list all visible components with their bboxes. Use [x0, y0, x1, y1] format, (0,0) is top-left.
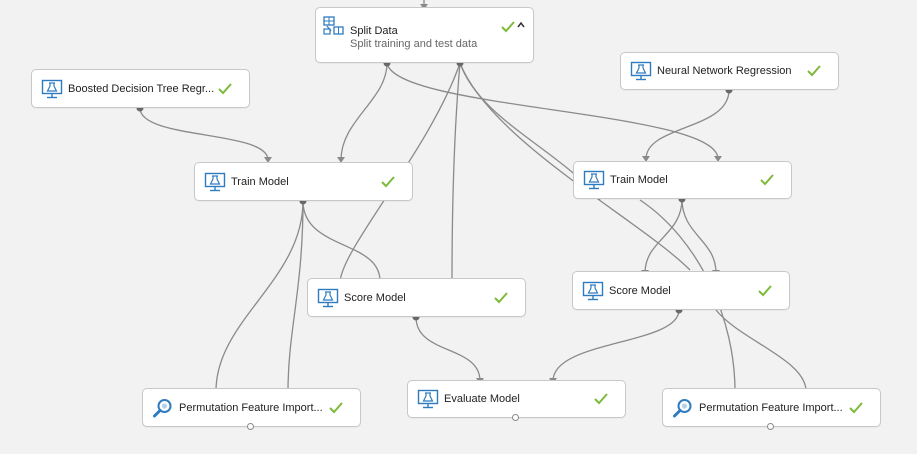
- module-train-model-right[interactable]: Train Model: [573, 161, 792, 199]
- module-title: Permutation Feature Import...: [699, 401, 843, 414]
- module-neural-network-regression[interactable]: Neural Network Regression: [620, 52, 839, 90]
- arrowhead: [642, 156, 650, 162]
- module-permutation-feature-importance-left[interactable]: Permutation Feature Import...: [142, 388, 361, 427]
- arrowhead: [714, 156, 722, 162]
- collapse-caret-icon[interactable]: [517, 21, 525, 29]
- output-port-open[interactable]: [247, 423, 254, 430]
- wire-train-right-to-score-right-b: [681, 198, 717, 274]
- wire-train-left-to-score-left: [302, 200, 381, 282]
- check-icon: [501, 21, 515, 33]
- module-boosted-decision-tree[interactable]: Boosted Decision Tree Regr...: [31, 69, 250, 108]
- flask-monitor-icon: [317, 288, 339, 308]
- flask-monitor-icon: [204, 172, 226, 192]
- check-icon: [758, 284, 772, 296]
- wire-boosted-to-train-left: [139, 107, 269, 161]
- module-title: Train Model: [231, 175, 289, 188]
- arrowhead: [264, 157, 272, 163]
- module-evaluate-model[interactable]: Evaluate Model: [407, 380, 626, 418]
- wire-score-right-to-evaluate: [552, 309, 680, 382]
- module-title: Evaluate Model: [444, 393, 520, 405]
- module-score-model-right[interactable]: Score Model: [572, 271, 790, 310]
- check-icon: [329, 401, 343, 413]
- module-split-data[interactable]: Split Data Split training and test data: [315, 7, 534, 63]
- wire-train-right-to-score-right: [644, 198, 683, 274]
- check-icon: [218, 82, 232, 94]
- check-icon: [807, 65, 821, 77]
- module-score-model-left[interactable]: Score Model: [307, 278, 526, 317]
- module-train-model-left[interactable]: Train Model: [194, 162, 413, 201]
- output-port-open[interactable]: [767, 423, 774, 430]
- wire-split-to-train-left: [340, 62, 388, 161]
- module-subtitle: Split training and test data: [350, 38, 478, 50]
- arrowhead: [337, 157, 345, 163]
- module-title: Score Model: [344, 291, 406, 304]
- wire-neural-to-train-right: [645, 89, 730, 160]
- wire-score-left-to-evaluate: [415, 316, 481, 382]
- wire-split-to-score-left-b: [451, 62, 461, 282]
- magnifier-icon: [672, 398, 694, 418]
- check-icon: [494, 291, 508, 303]
- wire-split-to-score-right: [459, 62, 691, 271]
- check-icon: [381, 175, 395, 187]
- wire-split-to-train-right: [386, 62, 719, 160]
- module-title: Permutation Feature Import...: [179, 401, 323, 414]
- flask-monitor-icon: [583, 170, 605, 190]
- flask-monitor-icon: [630, 61, 652, 81]
- output-port-open[interactable]: [512, 414, 519, 421]
- check-icon: [849, 401, 863, 413]
- check-icon: [594, 393, 608, 405]
- module-title: Train Model: [610, 174, 668, 186]
- module-permutation-feature-importance-right[interactable]: Permutation Feature Import...: [662, 388, 881, 427]
- module-title: Boosted Decision Tree Regr...: [68, 82, 215, 95]
- wire-train-left-to-pfi-left-a: [215, 200, 304, 392]
- split-data-icon: [323, 16, 345, 36]
- module-title: Split Data: [350, 25, 398, 37]
- flask-monitor-icon: [417, 389, 439, 409]
- wire-score-right-to-pfi-right: [715, 309, 807, 392]
- module-title: Score Model: [609, 284, 671, 297]
- check-icon: [760, 174, 774, 186]
- magnifier-icon: [152, 398, 174, 418]
- wire-train-left-to-pfi-left-b: [287, 200, 304, 392]
- flask-monitor-icon: [582, 281, 604, 301]
- module-title: Neural Network Regression: [657, 65, 792, 77]
- flask-monitor-icon: [41, 79, 63, 99]
